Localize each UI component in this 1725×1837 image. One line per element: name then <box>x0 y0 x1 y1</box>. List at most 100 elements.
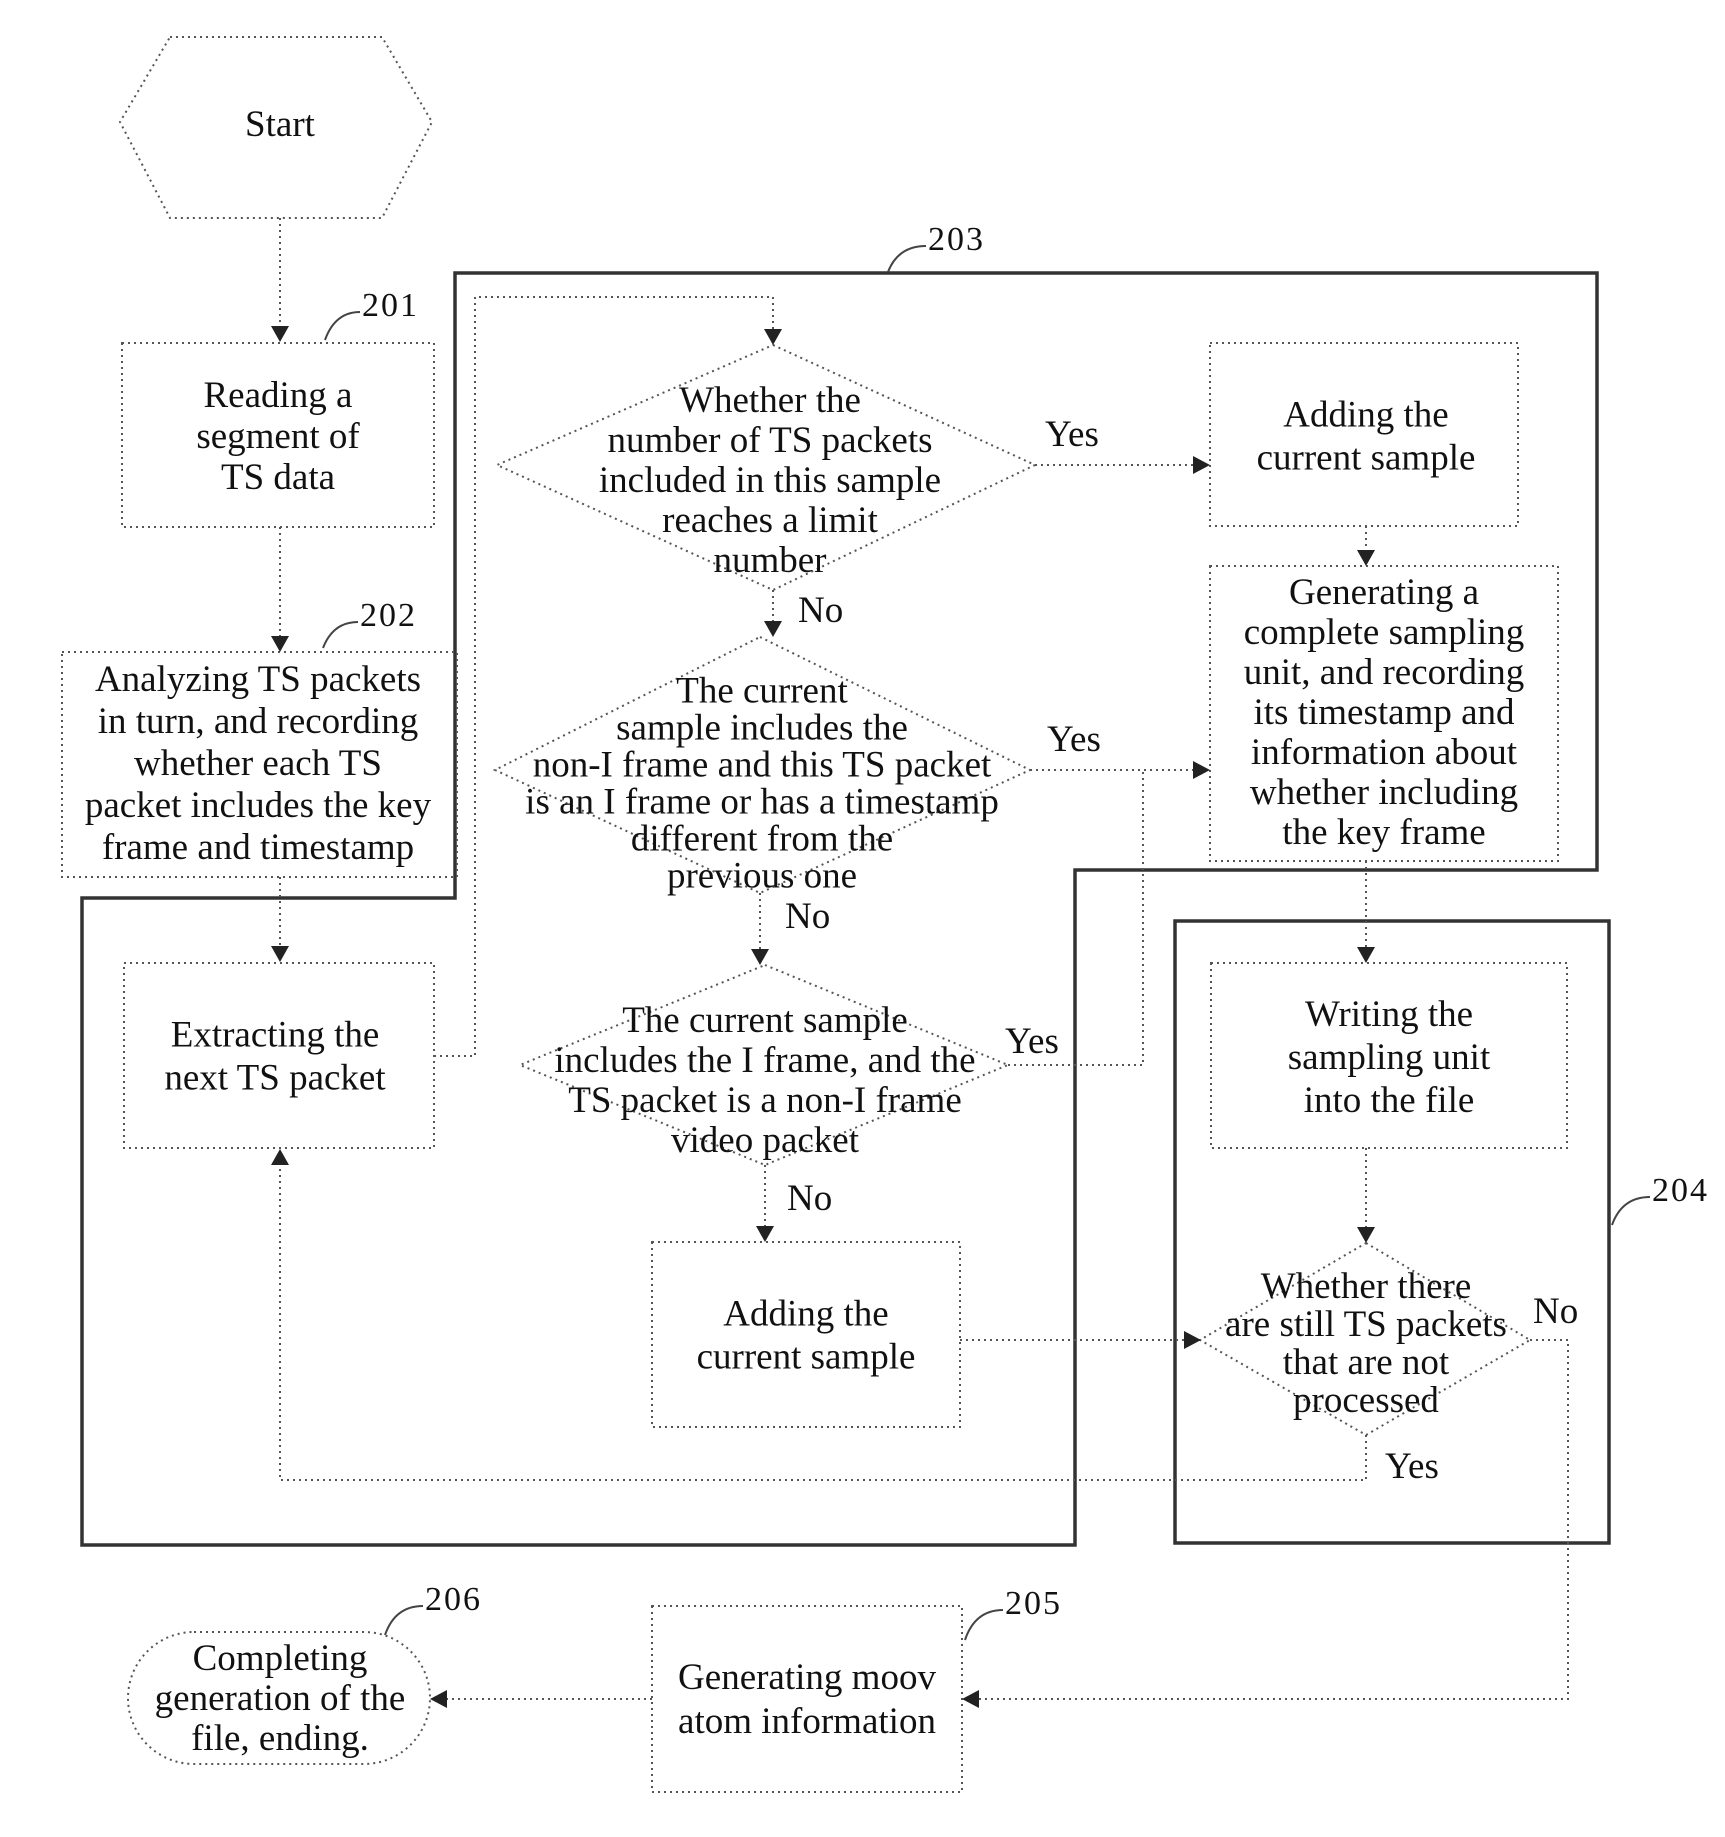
arrowhead <box>764 329 782 345</box>
node-text-line: Generating a <box>1289 572 1479 613</box>
decision-limit-label: Whether thenumber of TS packetsincluded … <box>599 380 941 581</box>
write-unit-label: Writing thesampling unitinto the file <box>1288 994 1491 1121</box>
generate-unit-label: Generating acomplete samplingunit, and r… <box>1244 572 1525 853</box>
node-text-line: Writing the <box>1305 994 1473 1035</box>
node-text-line: Generating moov <box>678 1657 936 1698</box>
leader-202 <box>323 622 358 648</box>
node-text-line: file, ending. <box>191 1718 369 1759</box>
node-text-line: whether each TS <box>134 743 382 784</box>
arrowhead <box>1184 1331 1201 1349</box>
arrowhead <box>1357 1227 1375 1243</box>
node-text-line: Extracting the <box>171 1015 380 1056</box>
ref-202: 202 <box>360 597 417 634</box>
label-yes-non-i: Yes <box>1047 719 1101 760</box>
node-text-line: current sample <box>697 1337 916 1378</box>
node-text-line: packet includes the key <box>85 785 432 826</box>
label-no-i-frame: No <box>787 1178 832 1219</box>
node-text-line: Whether the <box>679 380 861 421</box>
node-text-line: Whether there <box>1261 1266 1472 1307</box>
arrowhead <box>1357 550 1375 566</box>
arrowhead <box>271 1149 289 1165</box>
node-text-line: generation of the <box>155 1678 406 1719</box>
arrowhead <box>271 636 289 652</box>
arrowhead <box>751 949 769 965</box>
complete-label: Completinggeneration of thefile, ending. <box>155 1638 406 1759</box>
ref-204: 204 <box>1652 1172 1709 1209</box>
node-text-line: sample includes the <box>616 708 908 749</box>
node-text-line: different from the <box>631 819 893 860</box>
node-text-line: The current sample <box>622 1000 908 1041</box>
node-text-line: whether including <box>1250 772 1518 813</box>
arrowhead <box>764 621 782 637</box>
extract-next-label: Extracting thenext TS packet <box>164 1015 386 1099</box>
node-text-line: segment of <box>196 416 360 457</box>
node-text-line: its timestamp and <box>1253 692 1515 733</box>
node-text-line: processed <box>1293 1380 1439 1421</box>
add-sample-top-label: Adding thecurrent sample <box>1257 395 1476 479</box>
ref-201: 201 <box>362 287 419 324</box>
label-no-non-i: No <box>785 896 830 937</box>
arrowhead <box>430 1690 447 1708</box>
generate-moov-label: Generating moovatom information <box>678 1657 936 1742</box>
node-text-line: Adding the <box>723 1294 888 1335</box>
label-yes-i-frame: Yes <box>1005 1021 1059 1062</box>
label-yes-limit: Yes <box>1045 414 1099 455</box>
node-text-line: in turn, and recording <box>98 701 419 742</box>
node-text-line: previous one <box>667 856 857 897</box>
node-text-line: information about <box>1251 732 1518 773</box>
node-text-line: next TS packet <box>164 1058 386 1099</box>
ref-205: 205 <box>1005 1585 1062 1622</box>
edge-remaining-no <box>976 1340 1568 1699</box>
arrowhead <box>271 326 289 342</box>
node-text-line: Analyzing TS packets <box>95 659 421 700</box>
node-text-line: unit, and recording <box>1244 652 1525 693</box>
node-text-line: frame and timestamp <box>102 827 414 868</box>
decision-remaining-label: Whether thereare still TS packetsthat ar… <box>1225 1266 1507 1421</box>
node-text-line: current sample <box>1257 438 1476 479</box>
node-text-line: number <box>713 540 826 581</box>
node-text-line: reaches a limit <box>662 500 878 541</box>
start-label: Start <box>245 104 316 145</box>
node-text-line: sampling unit <box>1288 1037 1491 1078</box>
node-text-line: TS data <box>221 457 335 498</box>
node-text-line: number of TS packets <box>607 420 932 461</box>
node-text-line: Completing <box>193 1638 368 1679</box>
node-text-line: Adding the <box>1283 395 1448 436</box>
node-text-line: are still TS packets <box>1225 1304 1507 1345</box>
read-segment-label: Reading asegment ofTS data <box>196 375 360 498</box>
node-text-line: includes the I frame, and the <box>554 1040 975 1081</box>
arrowhead <box>1193 761 1210 779</box>
node-text-line: video packet <box>671 1120 860 1161</box>
node-text-line: the key frame <box>1282 812 1485 853</box>
node-text-line: is an I frame or has a timestamp <box>525 782 999 823</box>
leader-206 <box>385 1606 423 1635</box>
ref-206: 206 <box>425 1581 482 1618</box>
arrowhead <box>1193 456 1210 474</box>
label-no-limit: No <box>798 590 843 631</box>
arrowhead <box>1357 947 1375 963</box>
node-text-line: atom information <box>678 1701 936 1742</box>
arrowhead <box>962 1690 979 1708</box>
node-text-line: The current <box>676 671 848 712</box>
node-text-line: non-I frame and this TS packet <box>533 745 992 786</box>
leader-201 <box>325 312 360 340</box>
node-text-line: complete sampling <box>1244 612 1525 653</box>
label-yes-remaining: Yes <box>1385 1446 1439 1487</box>
add-sample-bottom-label: Adding thecurrent sample <box>697 1294 916 1378</box>
node-text-line: into the file <box>1304 1080 1475 1121</box>
decision-non-i-label: The currentsample includes thenon-I fram… <box>525 671 999 897</box>
arrowhead <box>271 946 289 962</box>
node-text-line: TS packet is a non-I frame <box>568 1080 962 1121</box>
arrowhead <box>756 1226 774 1242</box>
node-text-line: included in this sample <box>599 460 941 501</box>
ref-203: 203 <box>928 221 985 258</box>
analyze-packets-label: Analyzing TS packetsin turn, and recordi… <box>85 659 432 868</box>
node-text-line: Reading a <box>204 375 353 416</box>
add-sample-bottom-box <box>652 1242 960 1427</box>
node-text-line: that are not <box>1283 1342 1450 1383</box>
label-no-remaining: No <box>1533 1291 1578 1332</box>
leader-203 <box>888 246 926 272</box>
leader-205 <box>965 1610 1003 1640</box>
extract-next-box <box>124 963 434 1148</box>
